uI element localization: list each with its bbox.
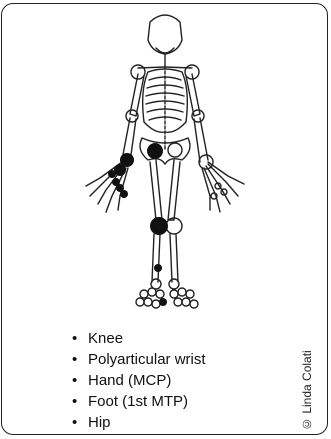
joint-mcp-4 (120, 190, 128, 198)
joint-mcp-1 (108, 170, 116, 178)
skeleton-illustration (60, 10, 270, 320)
femur-right (150, 160, 162, 220)
joint-legend: Knee Polyarticular wrist Hand (MCP) Foot… (70, 328, 206, 433)
affected-joints (108, 143, 168, 306)
legend-item: Foot (1st MTP) (70, 391, 206, 412)
legend-item: Hip (70, 412, 206, 433)
tibia-left (170, 234, 178, 282)
foot-left (170, 288, 198, 308)
joint-hip (147, 143, 163, 159)
skull (148, 15, 182, 54)
hand-left (202, 162, 244, 212)
joint-ankle (154, 264, 162, 272)
femur-left (168, 160, 180, 220)
joint-knee (150, 217, 168, 235)
copyright-credit: © Linda Colati (300, 327, 324, 431)
joint-1st-mtp (159, 298, 167, 306)
tibia-right (152, 234, 160, 282)
legend-item: Knee (70, 328, 206, 349)
legend-item: Hand (MCP) (70, 370, 206, 391)
legend-item: Polyarticular wrist (70, 349, 206, 370)
foot-right (136, 288, 164, 308)
